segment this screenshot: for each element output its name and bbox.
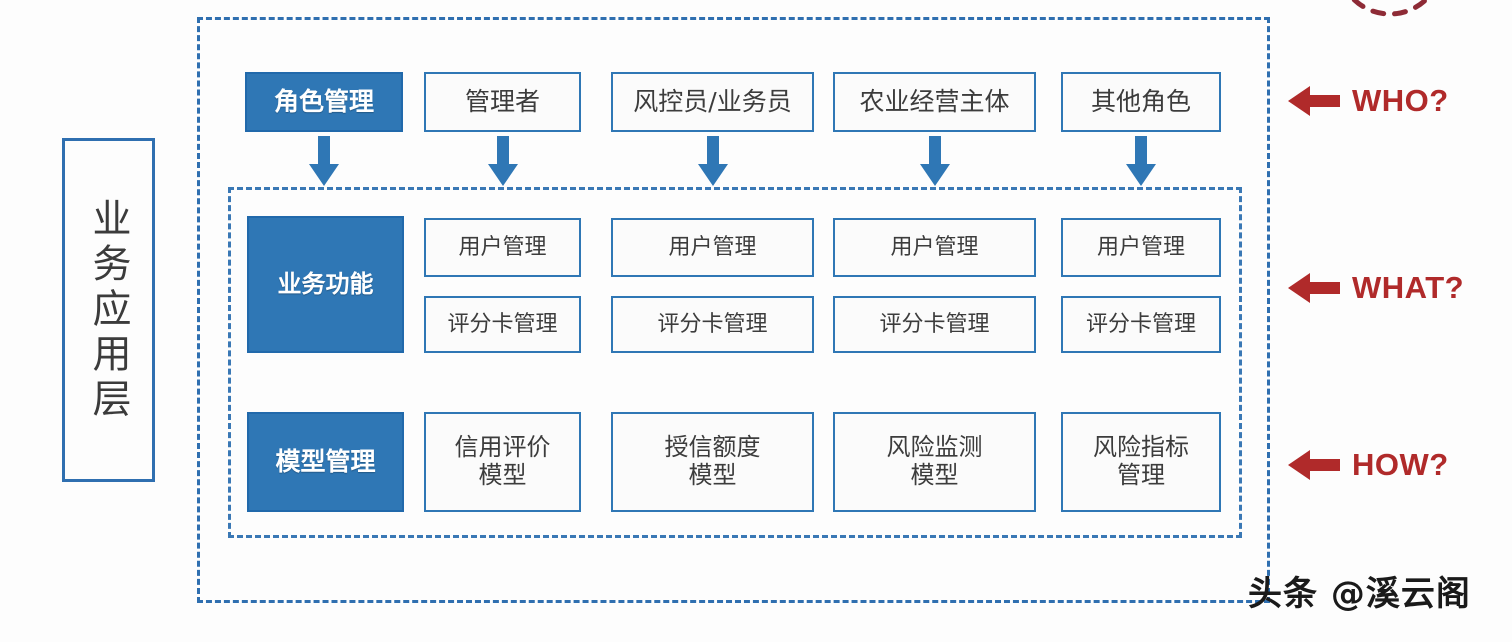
annotation-how-label: HOW? bbox=[1352, 447, 1449, 482]
layer-label-text: 业务应用层 bbox=[86, 197, 131, 423]
role-box-risk-officer[interactable]: 风控员/业务员 bbox=[611, 72, 814, 132]
annotation-who-label: WHO? bbox=[1352, 83, 1449, 118]
annotation-what: WHAT? bbox=[1288, 270, 1464, 306]
role-management-label-box[interactable]: 角色管理 bbox=[245, 72, 403, 132]
layer-label-box: 业务应用层 bbox=[62, 138, 155, 482]
outer-dashed-container bbox=[197, 17, 1270, 603]
down-arrow-icon-5 bbox=[1126, 136, 1156, 186]
annotation-what-label: WHAT? bbox=[1352, 270, 1465, 305]
down-arrow-icon-1 bbox=[309, 136, 339, 186]
function-box-scorecard-management-3[interactable]: 评分卡管理 bbox=[833, 296, 1036, 353]
function-box-scorecard-management-2[interactable]: 评分卡管理 bbox=[611, 296, 814, 353]
dashed-circle-arc-icon bbox=[1350, 0, 1430, 17]
left-arrow-icon-what bbox=[1288, 273, 1340, 303]
down-arrow-icon-4 bbox=[920, 136, 950, 186]
function-box-scorecard-management-4[interactable]: 评分卡管理 bbox=[1061, 296, 1221, 353]
down-arrow-icon-3 bbox=[698, 136, 728, 186]
role-box-other[interactable]: 其他角色 bbox=[1061, 72, 1221, 132]
function-box-user-management-2[interactable]: 用户管理 bbox=[611, 218, 814, 277]
inner-dashed-container bbox=[228, 187, 1242, 538]
annotation-how: HOW? bbox=[1288, 447, 1449, 483]
function-box-user-management-1[interactable]: 用户管理 bbox=[424, 218, 581, 277]
role-box-agri-entity[interactable]: 农业经营主体 bbox=[833, 72, 1036, 132]
model-box-risk-monitoring[interactable]: 风险监测 模型 bbox=[833, 412, 1036, 512]
model-box-credit-evaluation[interactable]: 信用评价 模型 bbox=[424, 412, 581, 512]
left-arrow-icon-how bbox=[1288, 450, 1340, 480]
function-box-user-management-4[interactable]: 用户管理 bbox=[1061, 218, 1221, 277]
model-box-risk-indicator[interactable]: 风险指标 管理 bbox=[1061, 412, 1221, 512]
down-arrow-icon-2 bbox=[488, 136, 518, 186]
model-box-credit-limit[interactable]: 授信额度 模型 bbox=[611, 412, 814, 512]
model-management-label-box[interactable]: 模型管理 bbox=[247, 412, 404, 512]
left-arrow-icon-who bbox=[1288, 86, 1340, 116]
role-box-manager[interactable]: 管理者 bbox=[424, 72, 581, 132]
function-box-scorecard-management-1[interactable]: 评分卡管理 bbox=[424, 296, 581, 353]
watermark: 头条 @溪云阁 bbox=[1248, 574, 1471, 614]
annotation-who: WHO? bbox=[1288, 83, 1449, 119]
business-function-label-box[interactable]: 业务功能 bbox=[247, 216, 404, 353]
function-box-user-management-3[interactable]: 用户管理 bbox=[833, 218, 1036, 277]
